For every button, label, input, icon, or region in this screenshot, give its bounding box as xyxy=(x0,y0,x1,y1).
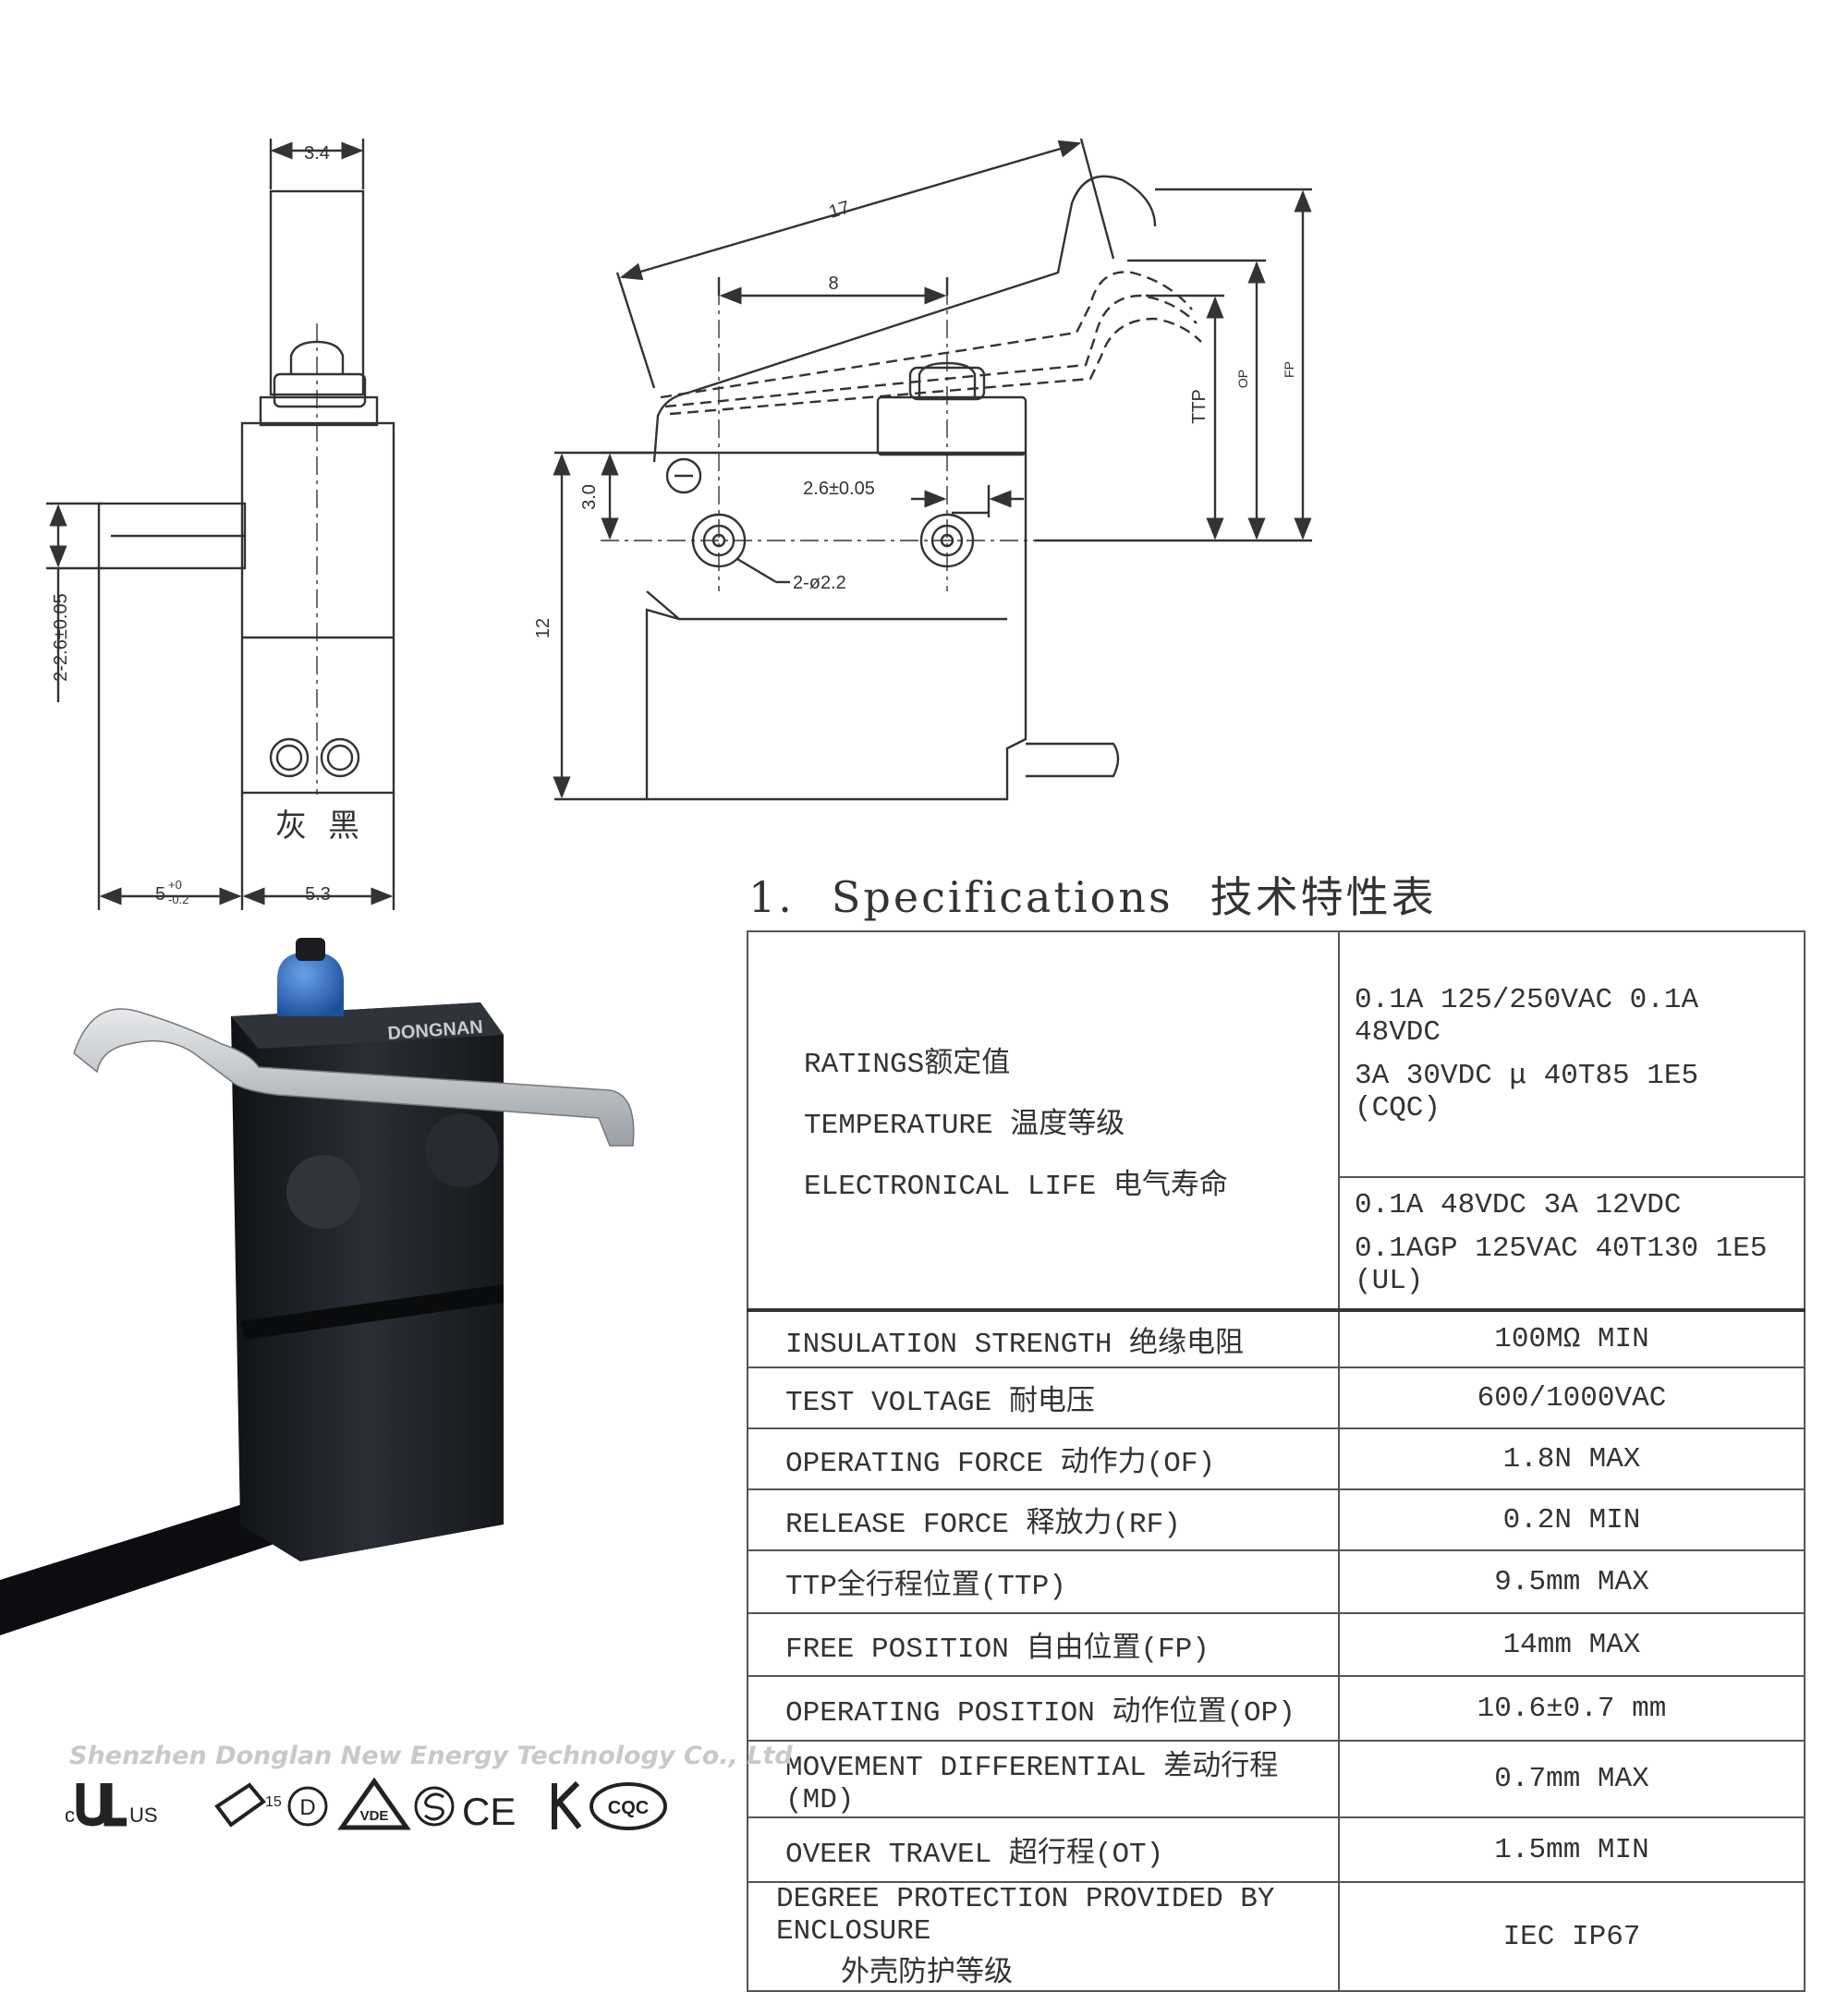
ul-mark-icon: c US xyxy=(65,1783,158,1827)
row-label: TTP全行程位置(TTP) xyxy=(747,1549,1340,1614)
spec-number: 1. xyxy=(748,872,795,922)
ul-us-label: US xyxy=(129,1804,158,1827)
spec-title-en: Specifications xyxy=(831,872,1173,922)
row-label: DEGREE PROTECTION PROVIDED BY ENCLOSURE … xyxy=(747,1881,1340,1992)
row-label-line-2: 外壳防护等级 xyxy=(841,1958,1013,1990)
enec-mark-icon: 15 xyxy=(214,1782,282,1828)
table-row: OPERATING FORCE 动作力(OF) 1.8N MAX xyxy=(747,1427,1805,1490)
cqc-mark-icon: CQC xyxy=(590,1782,667,1830)
dim-bottom-left-tol-lower: -0.2 xyxy=(168,893,188,906)
vde-mark-icon: VDE xyxy=(337,1777,411,1830)
ratings-value-3: 0.1A 48VDC 3A 12VDC xyxy=(1355,1189,1682,1221)
table-row: OPERATING POSITION 动作位置(OP) 10.6±0.7 mm xyxy=(747,1675,1805,1742)
actuator-button xyxy=(277,952,344,1016)
dim-bottom-left: 5 xyxy=(155,884,165,905)
cqc-label: CQC xyxy=(608,1798,649,1818)
kc-mark-icon xyxy=(552,1780,582,1829)
row-label: MOVEMENT DIFFERENTIAL 差动行程(MD) xyxy=(747,1740,1340,1818)
wire-label-gray: 灰 xyxy=(275,808,307,844)
row-value: 1.8N MAX xyxy=(1338,1427,1805,1490)
row-value: 1.5mm MIN xyxy=(1338,1816,1805,1883)
ce-mark-icon: CE xyxy=(462,1790,516,1833)
spec-title-cn: 技术特性表 xyxy=(1210,872,1437,922)
ratings-value-2: 3A 30VDC μ 40T85 1E5 (CQC) xyxy=(1355,1060,1699,1124)
electronical-life-label: ELECTRONICAL LIFE 电气寿命 xyxy=(804,1170,1228,1203)
ratings-labels-cell: RATINGS额定值 TEMPERATURE 温度等级 ELECTRONICAL… xyxy=(747,930,1340,1311)
dim-body-height: 12 xyxy=(533,618,553,638)
table-row: DEGREE PROTECTION PROVIDED BY ENCLOSURE … xyxy=(747,1881,1805,1992)
lever-arm xyxy=(73,1008,635,1147)
dim-holes: 2-ø2.2 xyxy=(793,573,846,593)
row-value: 10.6±0.7 mm xyxy=(1338,1675,1805,1742)
row-value: 100MΩ MIN xyxy=(1338,1308,1805,1368)
row-value: 600/1000VAC xyxy=(1338,1366,1805,1429)
vde-label: VDE xyxy=(360,1808,389,1824)
dim-plunger-offset: 8 xyxy=(828,273,838,294)
dim-terminal-spacing: 2-2.6±0.05 xyxy=(51,593,71,682)
technical-drawing: 3.4 2-2.6±0.05 5 +0 -0.2 5.3 17 8 2.6±0.… xyxy=(46,138,1312,910)
dim-op: OP xyxy=(1235,370,1250,388)
enec-number: 15 xyxy=(265,1794,282,1810)
ratings-values-cqc: 0.1A 125/250VAC 0.1A 48VDC 3A 30VDC μ 40… xyxy=(1338,930,1805,1178)
row-value: 14mm MAX xyxy=(1338,1612,1805,1677)
dim-lever-length: 17 xyxy=(827,198,852,223)
row-label-line-1: DEGREE PROTECTION PROVIDED BY ENCLOSURE xyxy=(776,1883,1275,1948)
table-row: MOVEMENT DIFFERENTIAL 差动行程(MD) 0.7mm MAX xyxy=(747,1740,1805,1818)
dim-ttp: TTP xyxy=(1189,389,1210,424)
certification-marks: c US 15 D VDE CE CQC xyxy=(65,1777,667,1833)
row-label: RELEASE FORCE 释放力(RF) xyxy=(747,1488,1340,1551)
row-value: 9.5mm MAX xyxy=(1338,1549,1805,1614)
row-label: OPERATING POSITION 动作位置(OP) xyxy=(747,1675,1340,1742)
side-view xyxy=(46,139,395,910)
table-row: OVEER TRAVEL 超行程(OT) 1.5mm MIN xyxy=(747,1816,1805,1883)
dim-top-width: 3.4 xyxy=(304,143,330,164)
demko-label: D xyxy=(299,1795,315,1820)
dim-hole-height: 3.0 xyxy=(579,484,600,510)
row-label: OVEER TRAVEL 超行程(OT) xyxy=(747,1816,1340,1883)
table-row: INSULATION STRENGTH 绝缘电阻 100MΩ MIN xyxy=(747,1308,1805,1368)
ratings-label: RATINGS额定值 xyxy=(804,1048,1011,1081)
ratings-value-4: 0.1AGP 125VAC 40T130 1E5 (UL) xyxy=(1355,1233,1768,1297)
dim-bottom-left-tol-upper: +0 xyxy=(168,878,182,892)
row-label: INSULATION STRENGTH 绝缘电阻 xyxy=(747,1308,1340,1368)
dim-hole-pitch: 2.6±0.05 xyxy=(803,479,875,499)
ratings-values-ul: 0.1A 48VDC 3A 12VDC 0.1AGP 125VAC 40T130… xyxy=(1338,1176,1805,1311)
spec-title: 1. Specifications 技术特性表 xyxy=(748,864,1474,925)
dim-bottom-right: 5.3 xyxy=(305,884,331,905)
ul-c-label: c xyxy=(65,1804,75,1827)
table-row: RELEASE FORCE 释放力(RF) 0.2N MIN xyxy=(747,1488,1805,1551)
spec-table: RATINGS额定值 TEMPERATURE 温度等级 ELECTRONICAL… xyxy=(747,930,1805,1992)
wire-label-black: 黑 xyxy=(328,808,359,844)
dim-fp: FP xyxy=(1282,361,1296,378)
semko-mark-icon xyxy=(414,1786,455,1827)
table-row: TEST VOLTAGE 耐电压 600/1000VAC xyxy=(747,1366,1805,1429)
row-value: 0.7mm MAX xyxy=(1338,1740,1805,1818)
company-name: Shenzhen Donglan New Energy Technology C… xyxy=(69,1742,793,1770)
table-row: FREE POSITION 自由位置(FP) 14mm MAX xyxy=(747,1612,1805,1677)
row-label: OPERATING FORCE 动作力(OF) xyxy=(747,1427,1340,1490)
demko-mark-icon: D xyxy=(287,1786,328,1827)
product-photo: DONGNAN xyxy=(0,938,635,1635)
row-value: 0.2N MIN xyxy=(1338,1488,1805,1551)
row-label: TEST VOLTAGE 耐电压 xyxy=(747,1366,1340,1429)
cable xyxy=(0,1488,305,1635)
row-value: IEC IP67 xyxy=(1338,1881,1805,1992)
ratings-value-1: 0.1A 125/250VAC 0.1A 48VDC xyxy=(1355,984,1699,1049)
table-row: TTP全行程位置(TTP) 9.5mm MAX xyxy=(747,1549,1805,1614)
front-view xyxy=(553,138,1312,801)
row-label: FREE POSITION 自由位置(FP) xyxy=(747,1612,1340,1677)
temperature-label: TEMPERATURE 温度等级 xyxy=(804,1109,1125,1142)
